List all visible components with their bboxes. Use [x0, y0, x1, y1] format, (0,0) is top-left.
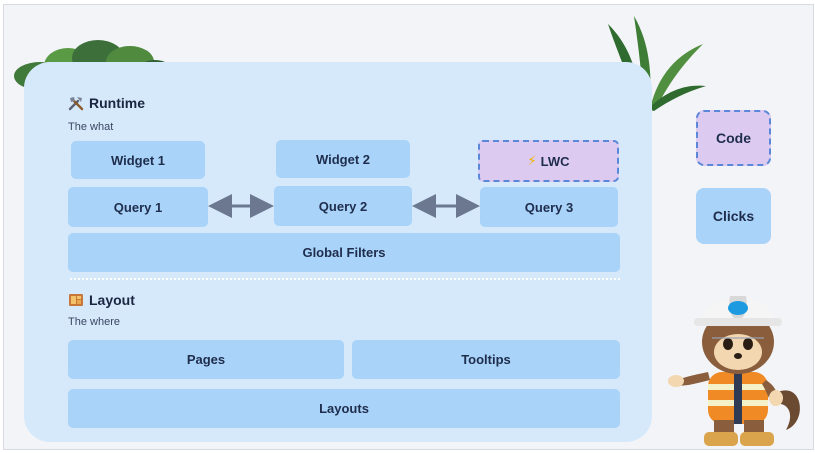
- pages-box: Pages: [68, 340, 344, 379]
- query-1-box: Query 1: [68, 187, 208, 227]
- layout-heading: Layout: [68, 292, 135, 308]
- tools-icon: [68, 97, 84, 111]
- layout-icon: [69, 294, 83, 306]
- runtime-title: Runtime: [89, 95, 145, 111]
- layout-title: Layout: [89, 292, 135, 308]
- query-3-box: Query 3: [480, 187, 618, 227]
- code-box: Code: [696, 110, 771, 166]
- query-2-box: Query 2: [274, 186, 412, 226]
- tooltips-box: Tooltips: [352, 340, 620, 379]
- global-filters-box: Global Filters: [68, 233, 620, 272]
- lwc-label: LWC: [540, 153, 570, 169]
- lwc-box: ⚡ LWC: [478, 140, 619, 182]
- layouts-box: Layouts: [68, 389, 620, 428]
- runtime-heading: Runtime: [68, 95, 145, 111]
- layout-subtitle: The where: [68, 316, 120, 328]
- widget-1-box: Widget 1: [71, 141, 205, 179]
- mascot-illustration: [668, 296, 800, 446]
- clicks-box: Clicks: [696, 188, 771, 244]
- lightning-bolt-icon: ⚡: [527, 153, 537, 168]
- runtime-subtitle: The what: [68, 121, 114, 133]
- widget-2-box: Widget 2: [276, 140, 410, 178]
- section-divider: [70, 278, 620, 280]
